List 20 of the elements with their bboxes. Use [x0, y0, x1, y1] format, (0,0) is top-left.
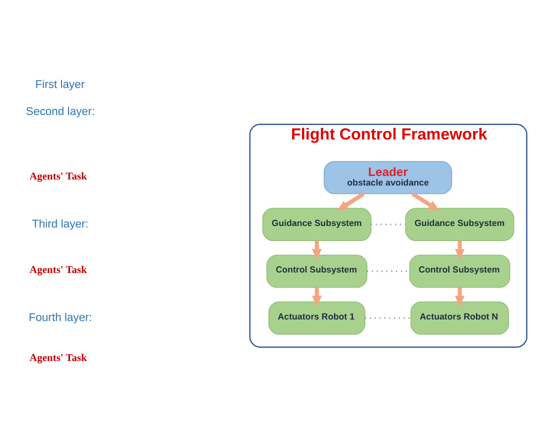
arrow — [312, 288, 322, 307]
node-box: Guidance Subsystem — [405, 208, 514, 241]
arrow — [454, 288, 465, 307]
node-box: Control Subsystem — [409, 254, 510, 288]
arrow — [336, 192, 365, 211]
label: Fourth layer: — [28, 312, 92, 324]
label: Agents' Task — [30, 353, 87, 364]
label: First layer — [35, 79, 85, 92]
label: Second layer: — [26, 106, 95, 118]
node-box: Actuators Robot 1 — [268, 302, 366, 335]
arrow — [312, 240, 322, 260]
label: Agents' Task — [30, 265, 87, 276]
label: Third layer: — [32, 218, 88, 230]
node-box: Guidance Subsystem — [262, 208, 372, 241]
label: Agents' Task — [30, 172, 87, 183]
arrow — [454, 240, 465, 260]
arrow — [412, 192, 440, 211]
node-box: Control Subsystem — [266, 254, 368, 288]
node-box: Leader obstacle avoidance — [324, 161, 452, 194]
node-box: Actuators Robot N — [410, 302, 509, 335]
